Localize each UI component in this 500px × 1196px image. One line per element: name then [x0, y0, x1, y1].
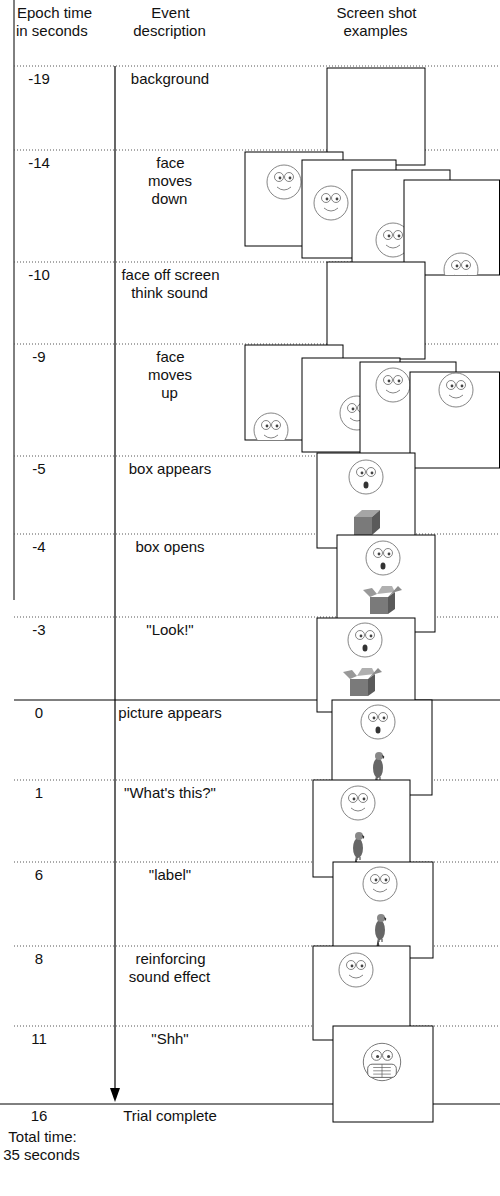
epoch-time: -10 [27, 266, 51, 283]
face-icon [444, 253, 478, 275]
total-time-box: Total time: 35 seconds [2, 1128, 82, 1164]
event-description-box: box appears [110, 460, 230, 478]
screenshot [317, 618, 415, 712]
epoch-time-box: 6 [14, 866, 64, 884]
box-icon [363, 586, 402, 614]
event-description-box: face off screen think sound [112, 266, 228, 302]
event-description-box: reinforcing sound effect [122, 950, 218, 986]
time-arrow [114, 66, 115, 1090]
event-description-box: Trial complete [105, 1107, 235, 1125]
event-description-box: "Shh" [110, 1030, 230, 1048]
event-description: face moves up [148, 348, 192, 401]
epoch-time: 16 [30, 1107, 49, 1124]
total-time: Total time: 35 seconds [3, 1128, 81, 1163]
epoch-time-box: -3 [14, 621, 64, 639]
face-icon [314, 186, 348, 220]
event-description: face moves down [148, 154, 192, 207]
row-divider [14, 344, 500, 345]
face-icon [361, 705, 395, 739]
face-icon [363, 1043, 400, 1080]
event-description-box: face moves up [142, 348, 198, 402]
event-description: "Look!" [145, 621, 194, 638]
event-description: reinforcing sound effect [129, 950, 211, 985]
epoch-time: 11 [30, 1030, 48, 1047]
event-description-box: face moves down [142, 154, 198, 208]
clipped-face [254, 413, 288, 440]
column-header: Screen shot examples [335, 4, 416, 39]
column-header: Epoch time in seconds [16, 4, 92, 39]
row-dividers [14, 66, 500, 1026]
event-description-box: box opens [110, 538, 230, 556]
face-icon [439, 373, 473, 407]
epoch-time-box: 1 [14, 784, 64, 802]
face-icon [366, 541, 400, 575]
face-icon [348, 623, 382, 657]
event-description: picture appears [117, 704, 222, 721]
clipped-face [444, 253, 478, 275]
face-icon [349, 460, 383, 494]
epoch-time-box: 11 [14, 1030, 64, 1048]
epoch-time: -4 [31, 538, 46, 555]
epoch-time: 1 [34, 784, 44, 801]
event-description: "Shh" [150, 1030, 189, 1047]
epoch-time-box: 16 [14, 1107, 64, 1125]
face-icon [267, 165, 301, 199]
epoch-time-box: -4 [14, 538, 64, 556]
column-header-box: Screen shot examples [326, 4, 426, 40]
box-icon [354, 510, 380, 535]
epoch-time-box: -9 [14, 348, 64, 366]
box-icon [343, 668, 382, 696]
row-divider [14, 66, 500, 67]
face-icon [376, 368, 410, 402]
event-description: box appears [128, 460, 213, 477]
face-icon [254, 413, 288, 440]
column-header-box: Event description [122, 4, 218, 40]
epoch-time: -19 [27, 70, 51, 87]
epoch-time-box: 0 [14, 704, 64, 722]
screenshot [327, 68, 425, 165]
face-icon [339, 953, 373, 987]
face-icon [363, 867, 397, 901]
epoch-time: -9 [31, 348, 46, 365]
arrow-head [110, 1088, 120, 1102]
event-description-box: "label" [110, 866, 230, 884]
epoch-time: -5 [31, 460, 46, 477]
event-description-box: "What's this?" [100, 784, 240, 802]
epoch-time: 8 [34, 950, 44, 967]
row-divider [14, 534, 500, 535]
column-header: Event description [133, 4, 207, 39]
screenshot [333, 862, 433, 958]
event-description: face off screen think sound [120, 266, 219, 301]
event-description-box: background [110, 70, 230, 88]
screenshot [333, 1026, 433, 1122]
parrot-picture [375, 914, 386, 949]
epoch-time-box: 8 [14, 950, 64, 968]
screenshots [245, 68, 500, 1122]
column-header-box: Epoch time in seconds [16, 4, 100, 40]
row-divider [14, 150, 500, 151]
epoch-time: 0 [34, 704, 44, 721]
screenshot [317, 453, 415, 548]
epoch-time-box: -14 [14, 154, 64, 172]
epoch-time-box: -5 [14, 460, 64, 478]
event-description: Trial complete [122, 1107, 218, 1124]
epoch-time: 6 [34, 866, 44, 883]
face-icon [341, 786, 375, 820]
screenshot [410, 372, 500, 468]
epoch-time-box: -19 [14, 70, 64, 88]
event-description: box opens [134, 538, 205, 555]
epoch-time: -3 [31, 621, 46, 638]
event-description: "What's this?" [123, 784, 217, 801]
event-description: background [130, 70, 210, 87]
event-description: "label" [148, 866, 192, 883]
epoch-time: -14 [27, 154, 51, 171]
event-description-box: "Look!" [110, 621, 230, 639]
frame-line [14, 0, 15, 600]
event-description-box: picture appears [105, 704, 235, 722]
screenshot [337, 535, 435, 632]
screenshot [327, 262, 425, 359]
epoch-time-box: -10 [14, 266, 64, 284]
